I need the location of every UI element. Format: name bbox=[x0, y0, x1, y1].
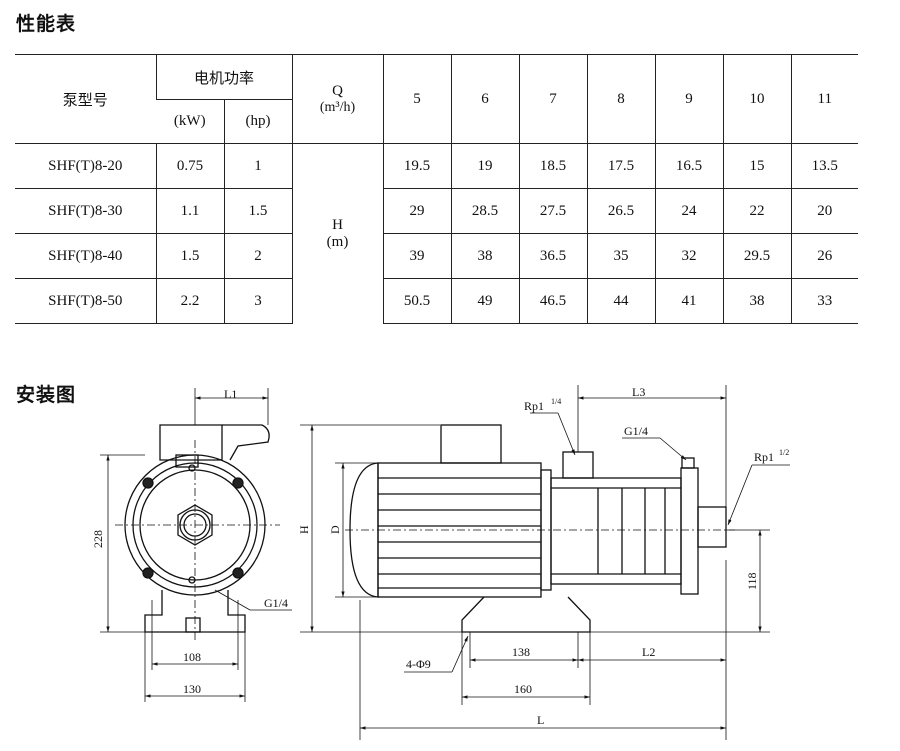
label-rp14-fraction: 1/4 bbox=[551, 397, 561, 406]
pump-front-view bbox=[115, 424, 280, 640]
h-unit: (m) bbox=[326, 233, 349, 250]
table-row: SHF(T)8-20 0.75 1 H (m) 19.5 19 18.5 17.… bbox=[15, 143, 859, 324]
hp-cell: 3 bbox=[223, 278, 293, 324]
head-cell: 19.5 bbox=[382, 143, 452, 189]
table-row: SHF(T)8-50 2.2 3 50.5 49 46.5 44 41 38 3… bbox=[15, 278, 859, 324]
head-cell: 28.5 bbox=[450, 188, 520, 234]
model-cell: SHF(T)8-50 bbox=[15, 278, 156, 324]
head-cell: 46.5 bbox=[518, 278, 588, 324]
performance-table-title: 性能表 bbox=[16, 13, 77, 35]
head-cell: 44 bbox=[586, 278, 656, 324]
head-cell: 22 bbox=[722, 188, 792, 234]
performance-table: 泵型号 电机功率 Q (m³/h) 5 6 7 8 9 10 11 (kW) (… bbox=[15, 54, 859, 324]
hp-cell: 2 bbox=[223, 233, 293, 279]
hp-cell: 1.5 bbox=[223, 188, 293, 234]
dim-l: L bbox=[537, 713, 544, 727]
dim-228: 228 bbox=[91, 530, 105, 548]
flow-8: 8 bbox=[586, 54, 656, 144]
flow-6: 6 bbox=[450, 54, 520, 144]
hp-header: (hp) bbox=[223, 99, 293, 144]
dim-160: 160 bbox=[514, 682, 532, 696]
head-cell: 29.5 bbox=[722, 233, 792, 279]
h-label: H bbox=[332, 216, 343, 233]
kw-cell: 2.2 bbox=[155, 278, 224, 324]
kw-cell: 0.75 bbox=[155, 143, 224, 189]
q-unit: (m³/h) bbox=[319, 99, 356, 115]
flow-7: 7 bbox=[518, 54, 588, 144]
head-cell: 15 bbox=[722, 143, 792, 189]
dim-108: 108 bbox=[183, 650, 201, 664]
installation-drawing-title: 安装图 bbox=[16, 384, 77, 406]
head-cell: 17.5 bbox=[586, 143, 656, 189]
head-cell: 50.5 bbox=[382, 278, 452, 324]
head-label-cell: H (m) bbox=[291, 143, 384, 324]
label-rp12-fraction: 1/2 bbox=[779, 448, 789, 457]
head-cell: 27.5 bbox=[518, 188, 588, 234]
motor-power-header: 电机功率 bbox=[155, 54, 293, 100]
flow-9: 9 bbox=[654, 54, 724, 144]
head-cell: 38 bbox=[722, 278, 792, 324]
head-cell: 26.5 bbox=[586, 188, 656, 234]
table-row: SHF(T)8-40 1.5 2 39 38 36.5 35 32 29.5 2… bbox=[15, 233, 859, 279]
dim-130: 130 bbox=[183, 682, 201, 696]
dim-118: 118 bbox=[745, 572, 759, 590]
flow-header: Q (m³/h) bbox=[291, 54, 384, 144]
dim-l2: L2 bbox=[642, 645, 655, 659]
label-rp14: Rp1 bbox=[524, 399, 544, 413]
label-rp12: Rp1 bbox=[754, 450, 774, 464]
head-cell: 35 bbox=[586, 233, 656, 279]
flow-10: 10 bbox=[722, 54, 792, 144]
model-header: 泵型号 bbox=[15, 54, 156, 144]
dim-d: D bbox=[328, 525, 342, 534]
head-cell: 39 bbox=[382, 233, 452, 279]
label-holes: 4-Φ9 bbox=[406, 657, 431, 671]
dim-l3: L3 bbox=[632, 385, 645, 399]
head-cell: 19 bbox=[450, 143, 520, 189]
head-cell: 36.5 bbox=[518, 233, 588, 279]
head-cell: 29 bbox=[382, 188, 452, 234]
flow-5: 5 bbox=[382, 54, 452, 144]
head-cell: 26 bbox=[790, 233, 859, 279]
head-cell: 33 bbox=[790, 278, 859, 324]
head-cell: 32 bbox=[654, 233, 724, 279]
model-cell: SHF(T)8-30 bbox=[15, 188, 156, 234]
model-cell: SHF(T)8-40 bbox=[15, 233, 156, 279]
model-cell: SHF(T)8-20 bbox=[15, 143, 156, 189]
head-cell: 49 bbox=[450, 278, 520, 324]
dim-138: 138 bbox=[512, 645, 530, 659]
kw-header: (kW) bbox=[156, 99, 224, 144]
flow-11: 11 bbox=[790, 54, 859, 144]
head-cell: 13.5 bbox=[790, 143, 859, 189]
head-cell: 38 bbox=[450, 233, 520, 279]
head-cell: 41 bbox=[654, 278, 724, 324]
kw-cell: 1.5 bbox=[155, 233, 224, 279]
head-cell: 16.5 bbox=[654, 143, 724, 189]
table-row: SHF(T)8-30 1.1 1.5 29 28.5 27.5 26.5 24 … bbox=[15, 188, 859, 234]
kw-cell: 1.1 bbox=[155, 188, 224, 234]
head-cell: 24 bbox=[654, 188, 724, 234]
dim-l1: L1 bbox=[224, 387, 237, 401]
head-cell: 20 bbox=[790, 188, 859, 234]
q-label: Q bbox=[332, 82, 343, 99]
pump-side-view bbox=[345, 424, 735, 633]
head-cell: 18.5 bbox=[518, 143, 588, 189]
hp-cell: 1 bbox=[223, 143, 293, 189]
label-g14-left: G1/4 bbox=[264, 596, 288, 610]
dim-h: H bbox=[297, 525, 311, 534]
label-g14-top: G1/4 bbox=[624, 424, 648, 438]
